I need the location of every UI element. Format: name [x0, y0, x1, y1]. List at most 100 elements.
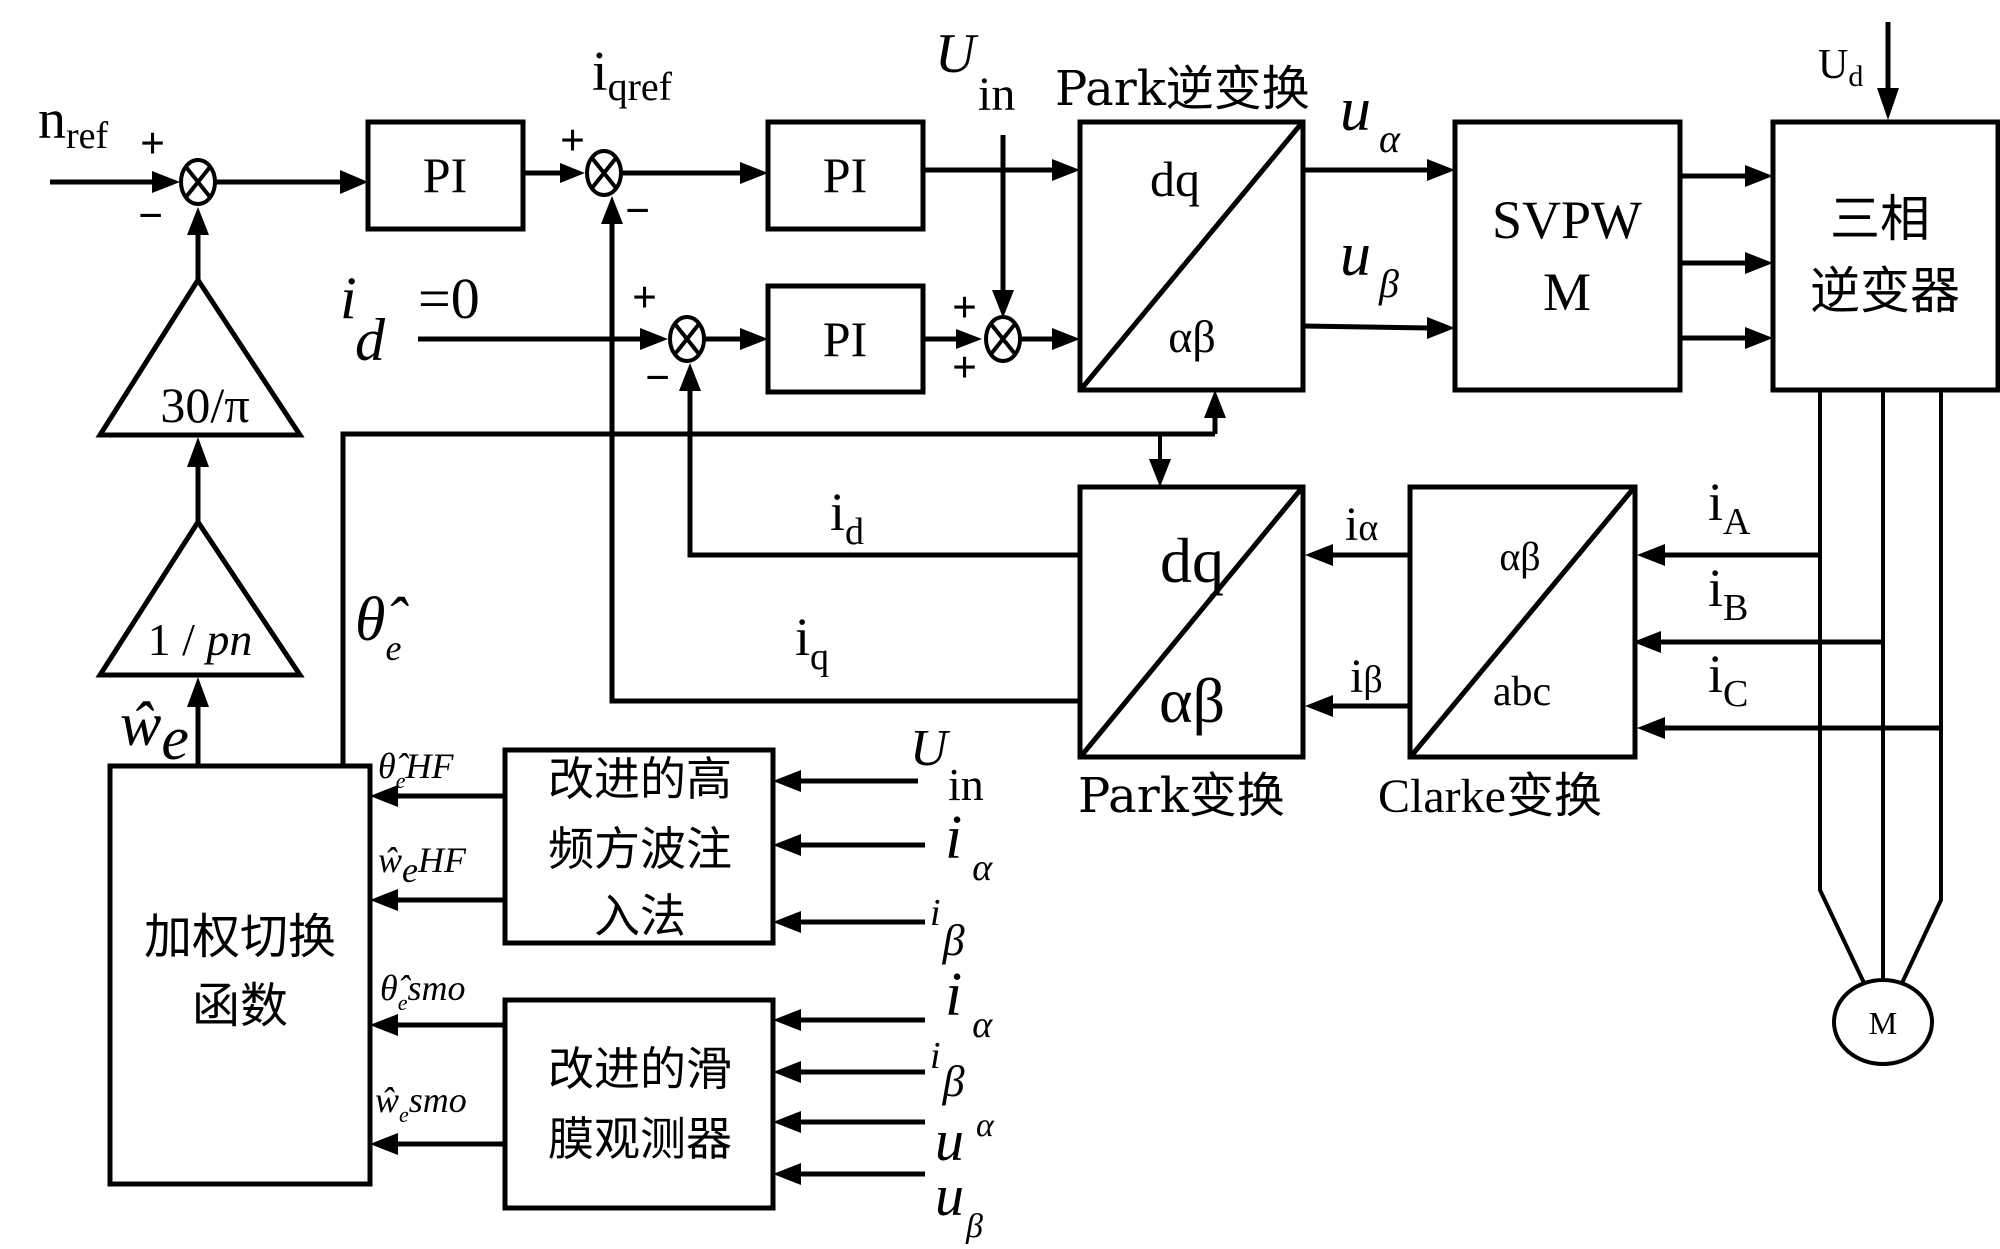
smo-label-2: 膜观测器 [548, 1112, 732, 1166]
arrowhead [679, 363, 701, 391]
arrowhead [773, 770, 801, 792]
gain-30-over-pi: 30/π [95, 275, 305, 438]
iq-sum-minus: − [625, 186, 650, 235]
speed-sum-plus: + [140, 119, 165, 168]
arrowhead [773, 1163, 801, 1185]
weighted-switch-label-1: 加权切换 [144, 909, 336, 965]
arrowhead [340, 170, 368, 194]
pi-iq-block: PI [765, 119, 926, 232]
arrowhead [370, 889, 398, 911]
uin-sum-junction [984, 315, 1022, 363]
iq-sum-junction [585, 149, 623, 197]
arrowhead [740, 162, 768, 184]
hf-injection-label-1: 改进的高 [548, 752, 732, 806]
arrowhead [1745, 327, 1773, 349]
arrowhead [1745, 252, 1773, 274]
pi-id-block: PI [765, 283, 926, 395]
iq-sum-plus: + [560, 116, 585, 165]
arrowhead [152, 171, 180, 193]
ud-label: Ud [1818, 42, 1863, 93]
speed-sum-minus: − [138, 191, 163, 240]
u-beta-wire [1302, 323, 1431, 331]
id-sum-junction [668, 315, 706, 363]
arrowhead [1204, 390, 1226, 418]
i-alpha-label: iα [1345, 498, 1378, 551]
arrowhead [773, 1061, 801, 1083]
arrowhead [1427, 159, 1455, 181]
park-dq: dq [1160, 525, 1224, 596]
arrowhead [1637, 717, 1665, 739]
arrowhead [956, 329, 982, 349]
svpwm-block: SVPW M [1452, 119, 1683, 393]
pi-speed-label: PI [423, 147, 467, 203]
arrowhead [1877, 88, 1899, 120]
motor: M [1832, 978, 1934, 1066]
hf-injection-label-2: 频方波注 [548, 822, 732, 876]
gain-1-over-pn-label: 1 / pn [148, 614, 253, 665]
smo-in-ibeta-label: iβ [930, 1035, 965, 1106]
arrowhead [773, 1009, 801, 1031]
id-eq-zero-sub: d [355, 307, 386, 373]
n-ref-label: nref [38, 89, 109, 157]
park-title: Park变换 [1078, 768, 1285, 824]
inverse-park-block: dq αβ [1077, 119, 1306, 393]
arrowhead [1633, 631, 1661, 653]
arrowhead [560, 163, 585, 183]
id-feedback-wire [687, 385, 1080, 558]
id-feedback-label: id [830, 482, 864, 553]
arrowhead [740, 328, 768, 350]
iq-feedback-label: iq [795, 607, 829, 678]
clarke-block: αβ abc [1407, 484, 1638, 760]
phase-a-line [1818, 390, 1867, 986]
arrowhead [1305, 695, 1333, 717]
pi-id-label: PI [823, 311, 867, 367]
arrowhead [773, 834, 801, 856]
id-eq-zero-label: i [340, 265, 357, 331]
arrowhead [992, 290, 1014, 318]
weighted-switch-block: 加权切换 函数 [107, 763, 373, 1187]
smo-label-1: 改进的滑 [548, 1042, 732, 1096]
phase-c-line [1900, 390, 1943, 984]
arrowhead [187, 677, 209, 707]
inverter-label-1: 三相 [1830, 190, 1930, 248]
svpwm-label-2: M [1543, 262, 1591, 322]
smo-in-ubeta-label: uβ [935, 1163, 983, 1245]
id-sum-minus: − [645, 353, 670, 402]
inverter-block: 三相 逆变器 [1770, 119, 2000, 393]
iq-feedback-wire [609, 218, 1080, 704]
inverter-label-2: 逆变器 [1810, 262, 1960, 320]
arrowhead [370, 1133, 398, 1155]
park-ab: αβ [1159, 665, 1225, 736]
hf-in-uin-sub: in [948, 759, 984, 810]
hf-injection-block: 改进的高 频方波注 入法 [502, 747, 776, 946]
theta-hf-label: θ̂eHF [378, 746, 454, 793]
inverse-park-title: Park逆变换 [1055, 61, 1310, 117]
id-eq-zero-rhs: =0 [418, 266, 480, 331]
arrowhead [187, 207, 209, 235]
theta-feed-wire [340, 431, 1215, 770]
ia-label: iA [1708, 472, 1751, 543]
clarke-abc: abc [1493, 669, 1551, 715]
svpwm-label-1: SVPW [1492, 190, 1642, 250]
arrowhead [601, 196, 623, 224]
id-sum-plus: + [632, 273, 657, 322]
arrowhead [1745, 165, 1773, 187]
inverse-park-ab: αβ [1168, 311, 1216, 362]
gain-30-over-pi-label: 30/π [160, 377, 249, 433]
pi-iq-label: PI [823, 147, 867, 203]
clarke-title: Clarke变换 [1378, 770, 1602, 823]
gain-1-over-pn: 1 / pn [95, 517, 305, 678]
motor-label: M [1869, 1005, 1897, 1041]
arrowhead [1149, 459, 1171, 487]
arrowhead [370, 1014, 398, 1036]
arrowhead [773, 1111, 801, 1133]
arrowhead [1052, 328, 1080, 350]
inverse-park-dq: dq [1150, 151, 1200, 207]
arrowhead [1637, 544, 1665, 566]
